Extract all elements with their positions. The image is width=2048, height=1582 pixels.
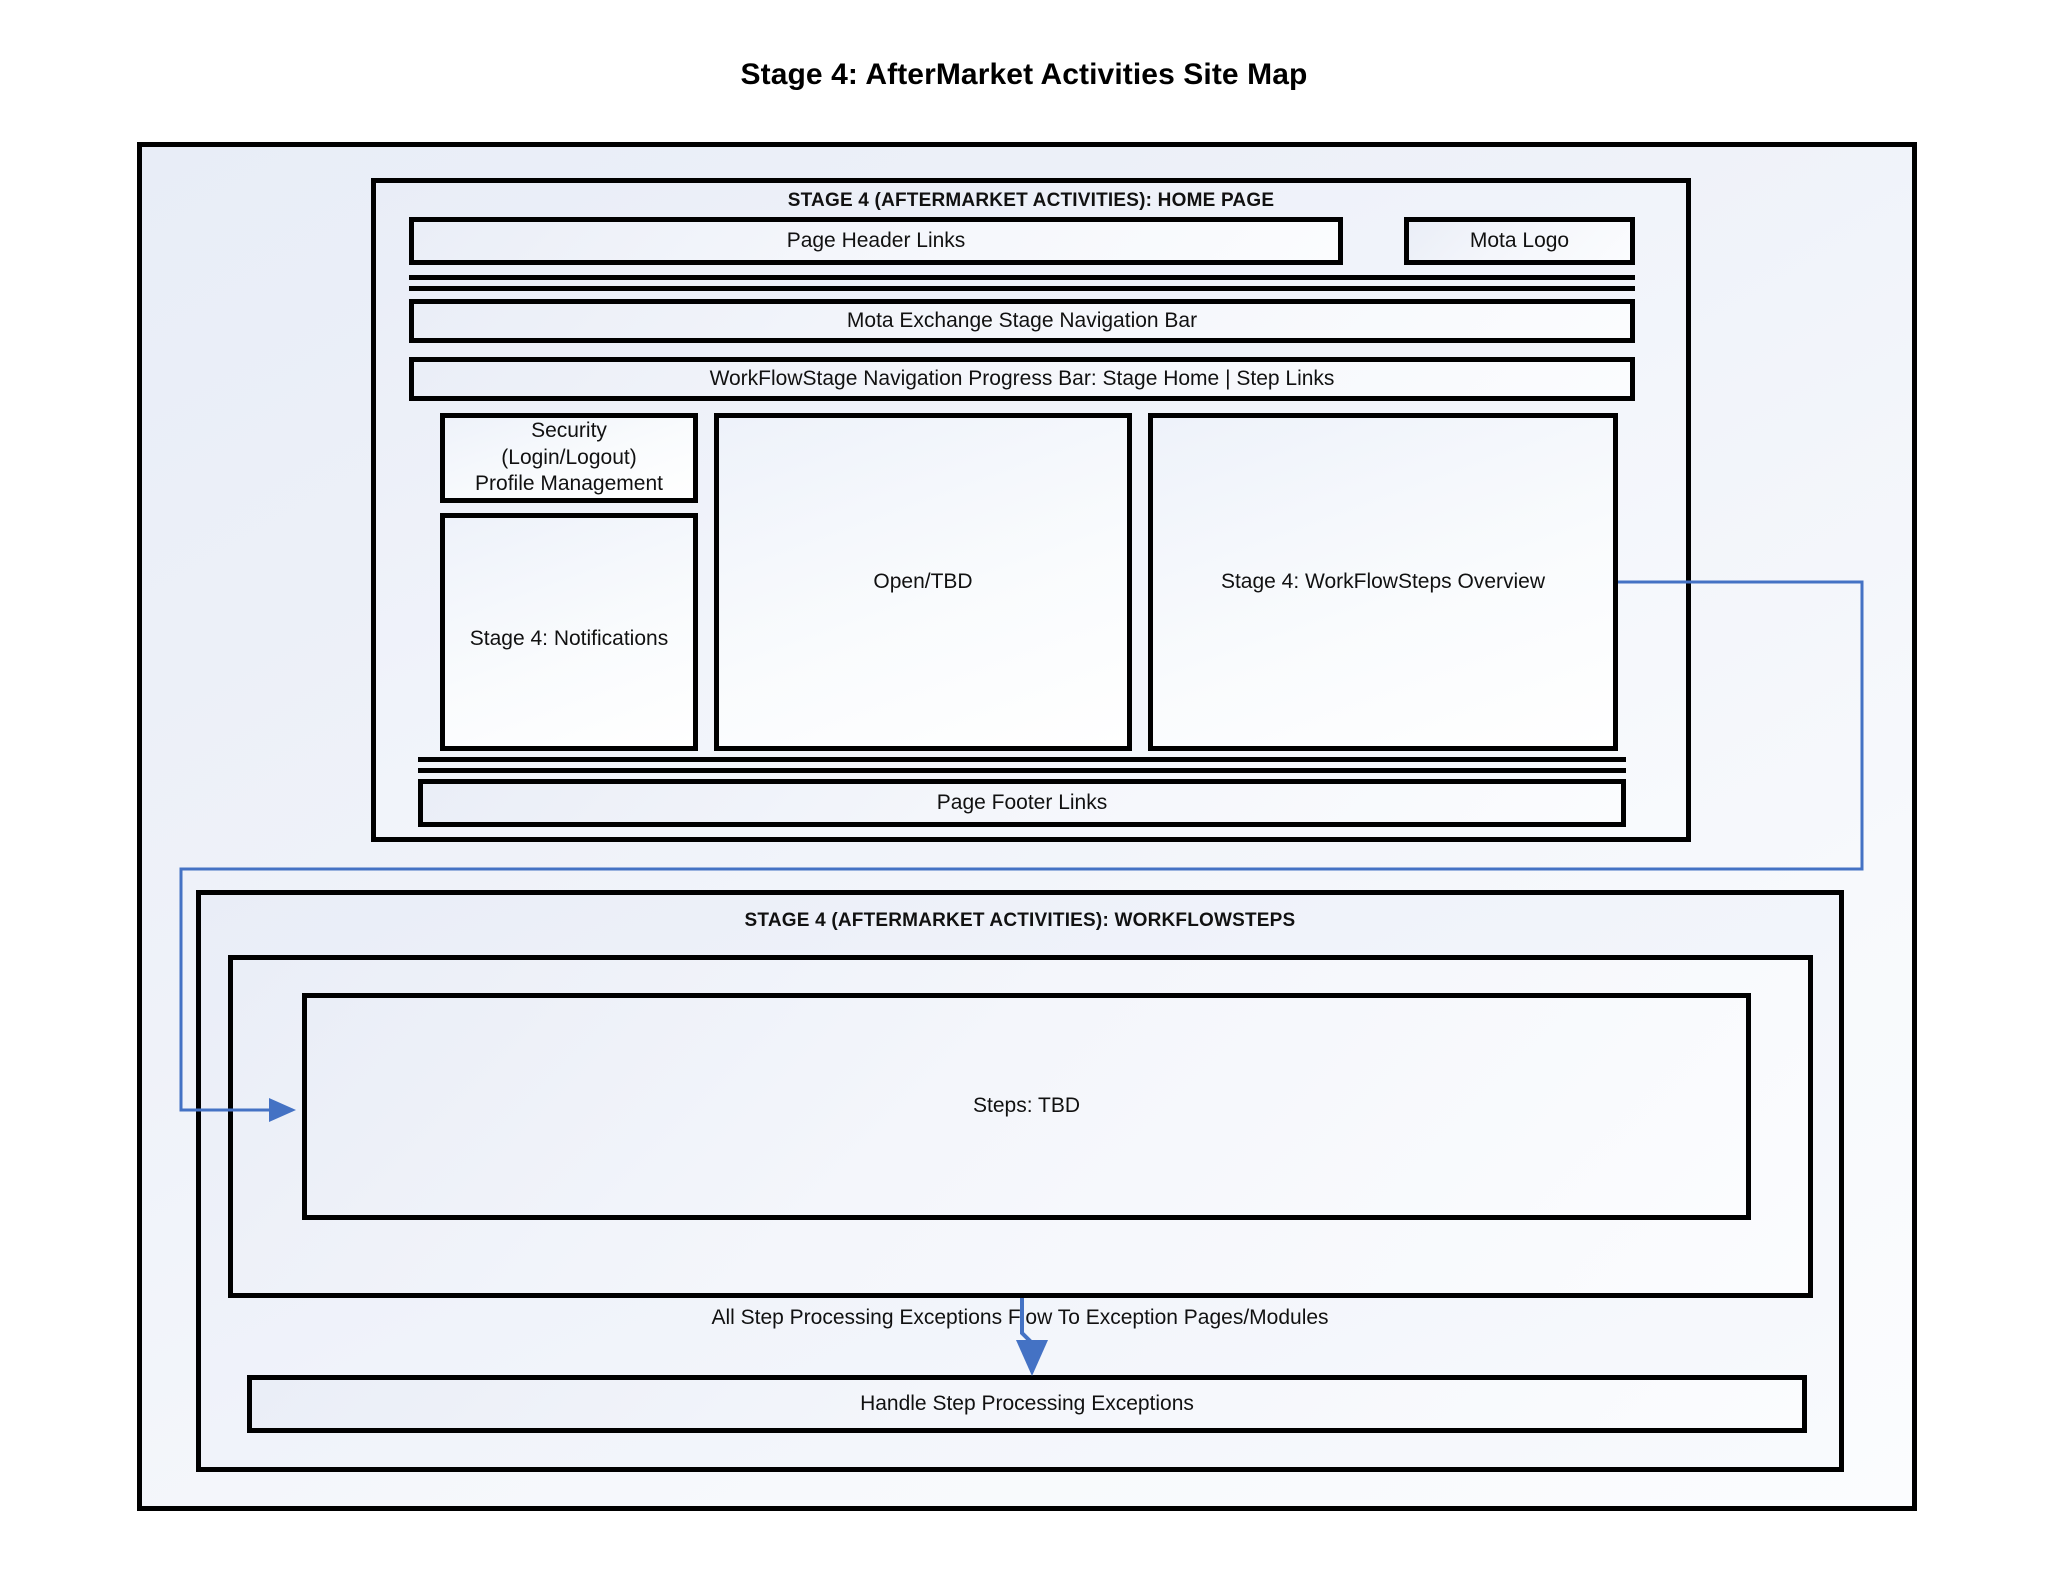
- stage-navigation-bar[interactable]: Mota Exchange Stage Navigation Bar: [409, 299, 1635, 343]
- header-separator-line-bottom: [409, 286, 1635, 291]
- footer-separator-line-top: [418, 757, 1626, 762]
- page-header-links-box[interactable]: Page Header Links: [409, 217, 1343, 265]
- open-tbd-panel[interactable]: Open/TBD: [714, 413, 1132, 751]
- mota-logo-label: Mota Logo: [1469, 228, 1570, 252]
- steps-tbd-label: Steps: TBD: [973, 1094, 1080, 1118]
- footer-separator-line-bottom: [418, 768, 1626, 773]
- workflowsteps-overview-label: Stage 4: WorkFlowSteps Overview: [1220, 569, 1546, 593]
- page-footer-links-box[interactable]: Page Footer Links: [418, 779, 1626, 827]
- security-line-1: Security: [531, 418, 607, 442]
- home-page-group-title: STAGE 4 (AFTERMARKET ACTIVITIES): HOME P…: [787, 190, 1275, 211]
- workflowsteps-group-title: STAGE 4 (AFTERMARKET ACTIVITIES): WORKFL…: [744, 910, 1296, 931]
- handle-exceptions-label: Handle Step Processing Exceptions: [860, 1391, 1194, 1415]
- open-tbd-label: Open/TBD: [873, 569, 973, 593]
- mota-logo-box[interactable]: Mota Logo: [1404, 217, 1635, 265]
- stage4-notifications-label: Stage 4: Notifications: [469, 627, 669, 650]
- page-footer-links-label: Page Footer Links: [936, 790, 1108, 814]
- steps-tbd-box[interactable]: Steps: TBD: [302, 993, 1751, 1220]
- workflowsteps-overview-panel[interactable]: Stage 4: WorkFlowSteps Overview: [1148, 413, 1618, 751]
- security-line-3: Profile Management: [475, 472, 663, 496]
- workflowstage-progress-bar[interactable]: WorkFlowStage Navigation Progress Bar: S…: [409, 357, 1635, 401]
- header-separator-line-top: [409, 275, 1635, 280]
- exception-flow-note-label: All Step Processing Exceptions Flow To E…: [711, 1306, 1329, 1329]
- page-title: Stage 4: AfterMarket Activities Site Map: [740, 58, 1308, 91]
- workflowstage-progress-bar-label: WorkFlowStage Navigation Progress Bar: S…: [709, 366, 1335, 390]
- security-line-2: (Login/Logout): [501, 445, 637, 469]
- page-header-links-label: Page Header Links: [786, 228, 966, 252]
- handle-exceptions-box[interactable]: Handle Step Processing Exceptions: [247, 1375, 1807, 1433]
- security-profile-box[interactable]: Security (Login/Logout) Profile Manageme…: [440, 413, 698, 503]
- exception-flow-note: All Step Processing Exceptions Flow To E…: [196, 1306, 1844, 1330]
- stage4-notifications-box[interactable]: Stage 4: Notifications: [440, 513, 698, 751]
- stage-navigation-bar-label: Mota Exchange Stage Navigation Bar: [846, 308, 1198, 332]
